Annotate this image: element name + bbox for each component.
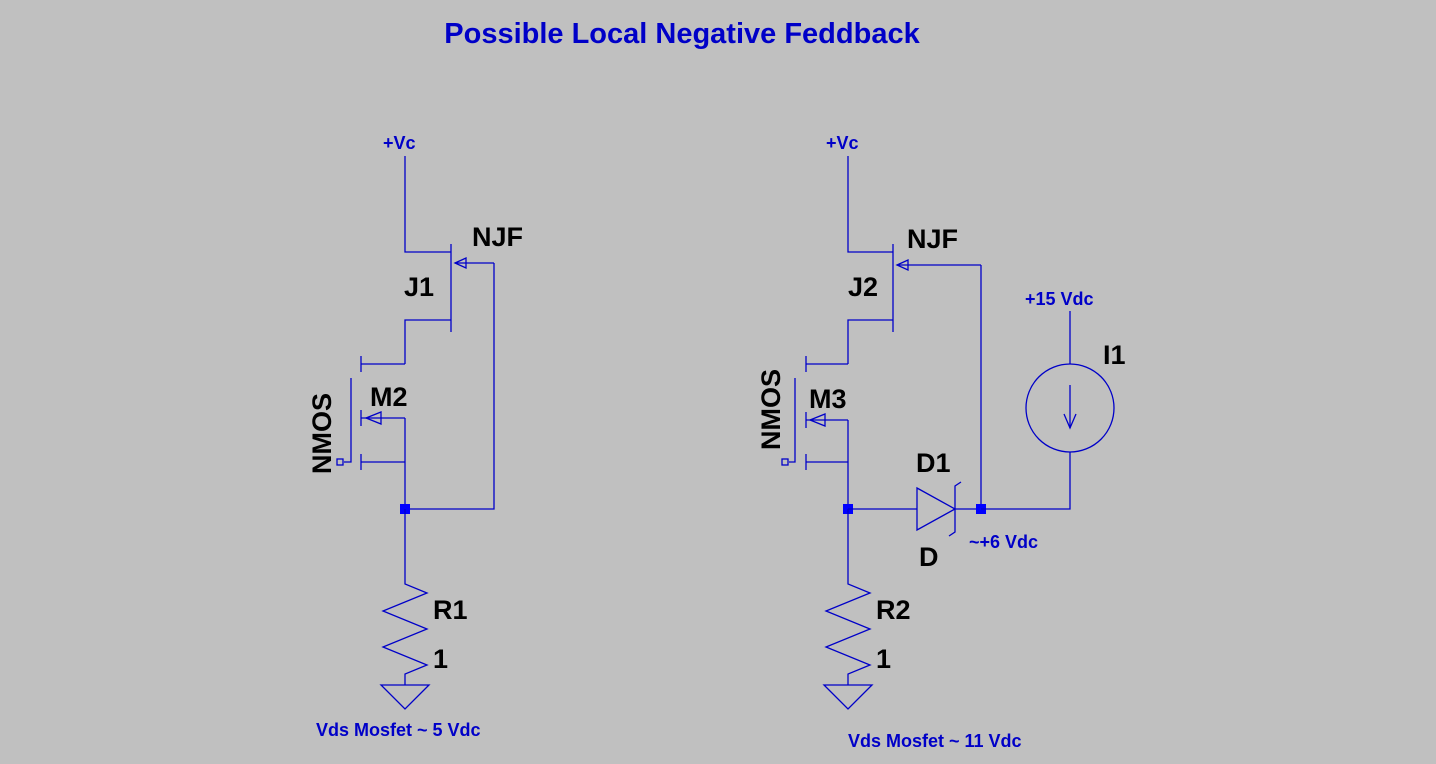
left-mosfet-symbol (336, 356, 406, 509)
left-circuit: +Vc NJF J1 NMOS M2 R1 1 V (307, 133, 523, 740)
right-ground-symbol (822, 684, 874, 710)
left-jfet-ref: J1 (404, 272, 434, 302)
left-resistor-value: 1 (433, 644, 448, 674)
left-jfet-symbol (450, 244, 494, 332)
right-mosfet-model: NMOS (756, 369, 786, 450)
right-supply-wire (847, 156, 893, 253)
right-diode-ref: D1 (916, 448, 951, 478)
right-current-source-symbol (981, 311, 1115, 510)
right-jfet-source-wire (847, 319, 893, 364)
right-diode-symbol (848, 481, 981, 537)
right-diode-model: D (919, 542, 939, 572)
right-mosfet-symbol (781, 356, 849, 509)
left-mosfet-ref: M2 (370, 382, 408, 412)
diagram-title: Possible Local Negative Feddback (444, 18, 920, 50)
right-circuit: +Vc NJF J2 NMOS M3 (756, 133, 1126, 751)
right-jfet-symbol (892, 244, 981, 332)
right-current-source-ref: I1 (1103, 340, 1126, 370)
left-mosfet-model: NMOS (307, 393, 337, 474)
left-resistor-ref: R1 (433, 595, 468, 625)
right-resistor-ref: R2 (876, 595, 911, 625)
left-jfet-source-wire (404, 319, 451, 364)
left-feedback-wire (405, 263, 495, 510)
right-supply-label: +Vc (826, 133, 859, 153)
left-vds-note: Vds Mosfet ~ 5 Vdc (316, 720, 481, 740)
right-mosfet-ref: M3 (809, 384, 847, 414)
left-resistor-wire (381, 509, 429, 685)
right-current-source-supply: +15 Vdc (1025, 289, 1094, 309)
right-vds-note: Vds Mosfet ~ 11 Vdc (848, 731, 1022, 751)
right-jfet-model: NJF (907, 224, 958, 254)
right-resistor-wire (824, 509, 872, 685)
right-resistor-value: 1 (876, 644, 891, 674)
left-jfet-model: NJF (472, 222, 523, 252)
left-supply-label: +Vc (383, 133, 416, 153)
right-jfet-ref: J2 (848, 272, 878, 302)
left-supply-wire (404, 156, 451, 253)
right-diode-voltage: ~+6 Vdc (969, 532, 1038, 552)
left-ground-symbol (379, 684, 431, 710)
